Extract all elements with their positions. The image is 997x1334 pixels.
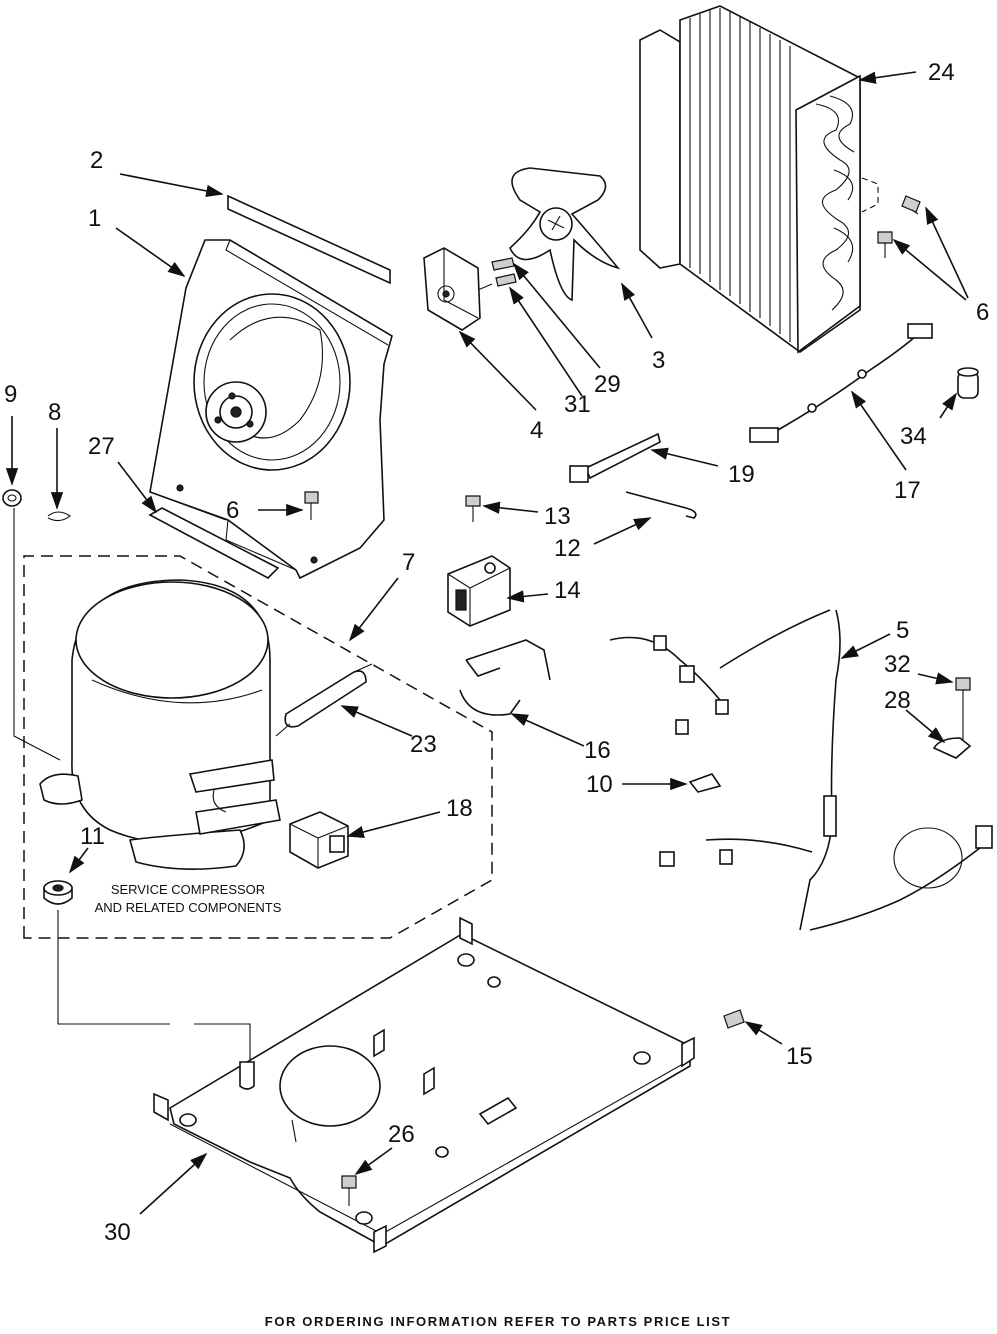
part-5-wiring-harness xyxy=(610,610,992,930)
part-30-base-pan xyxy=(154,918,694,1252)
part-8-clip xyxy=(48,512,70,521)
part-16-bracket xyxy=(460,640,550,715)
compressor xyxy=(40,580,280,869)
part-11-grommet xyxy=(44,881,72,904)
part-24-condenser xyxy=(640,6,860,352)
callout-19: 19 xyxy=(728,461,755,488)
part-6-screw-b xyxy=(902,196,920,214)
callout-32: 32 xyxy=(884,651,911,678)
part-19-cable-tie xyxy=(570,434,660,482)
callout-27: 27 xyxy=(88,433,115,460)
callout-23: 23 xyxy=(410,731,437,758)
callout-24: 24 xyxy=(928,59,955,86)
callout-9: 9 xyxy=(4,381,17,408)
part-23-drier xyxy=(276,664,372,736)
callout-17: 17 xyxy=(894,477,921,504)
callout-14: 13 xyxy=(544,503,571,530)
callout-12: 12 xyxy=(554,535,581,562)
part-34-capacitor xyxy=(958,368,978,398)
part-15-solenoid xyxy=(448,556,510,626)
callout-13: 15 xyxy=(786,1043,813,1070)
part-18-relay xyxy=(290,812,348,868)
callout-10: 10 xyxy=(586,771,613,798)
callout-28: 28 xyxy=(884,687,911,714)
part-6-screw-c xyxy=(878,232,892,258)
callout-2: 2 xyxy=(90,147,103,174)
part-14-screw xyxy=(466,496,480,522)
callout-6-right: 6 xyxy=(976,299,989,326)
part-10-clip xyxy=(690,774,720,792)
callout-18: 18 xyxy=(446,795,473,822)
callout-7: 7 xyxy=(402,549,415,576)
callout-4: 4 xyxy=(530,417,543,444)
callout-31: 31 xyxy=(564,391,591,418)
part-32-screw xyxy=(956,678,970,740)
part-12-tube xyxy=(626,492,696,518)
callout-3: 3 xyxy=(652,347,665,374)
callout-16: 16 xyxy=(584,737,611,764)
callout-29: 29 xyxy=(594,371,621,398)
part-9-grommet xyxy=(3,490,21,506)
callout-26: 26 xyxy=(388,1121,415,1148)
part-29-31-screws xyxy=(492,258,516,286)
callout-34: 34 xyxy=(900,423,927,450)
service-box-label-line2: AND RELATED COMPONENTS xyxy=(95,900,282,915)
callout-8: 8 xyxy=(48,399,61,426)
part-13-screw xyxy=(724,1010,744,1028)
part-3-fan-blade xyxy=(510,168,618,300)
callout-11: 11 xyxy=(80,823,105,850)
callout-30: 30 xyxy=(104,1219,131,1246)
callout-6-left: 6 xyxy=(226,497,239,524)
service-box-label-line1: SERVICE COMPRESSOR xyxy=(111,882,265,897)
callout-15: 14 xyxy=(554,577,581,604)
callout-5: 5 xyxy=(896,617,909,644)
callout-1: 1 xyxy=(88,205,101,232)
part-28-clamp xyxy=(934,738,970,758)
footer-note: FOR ORDERING INFORMATION REFER TO PARTS … xyxy=(265,1314,731,1329)
part-4-fan-motor xyxy=(424,248,492,330)
